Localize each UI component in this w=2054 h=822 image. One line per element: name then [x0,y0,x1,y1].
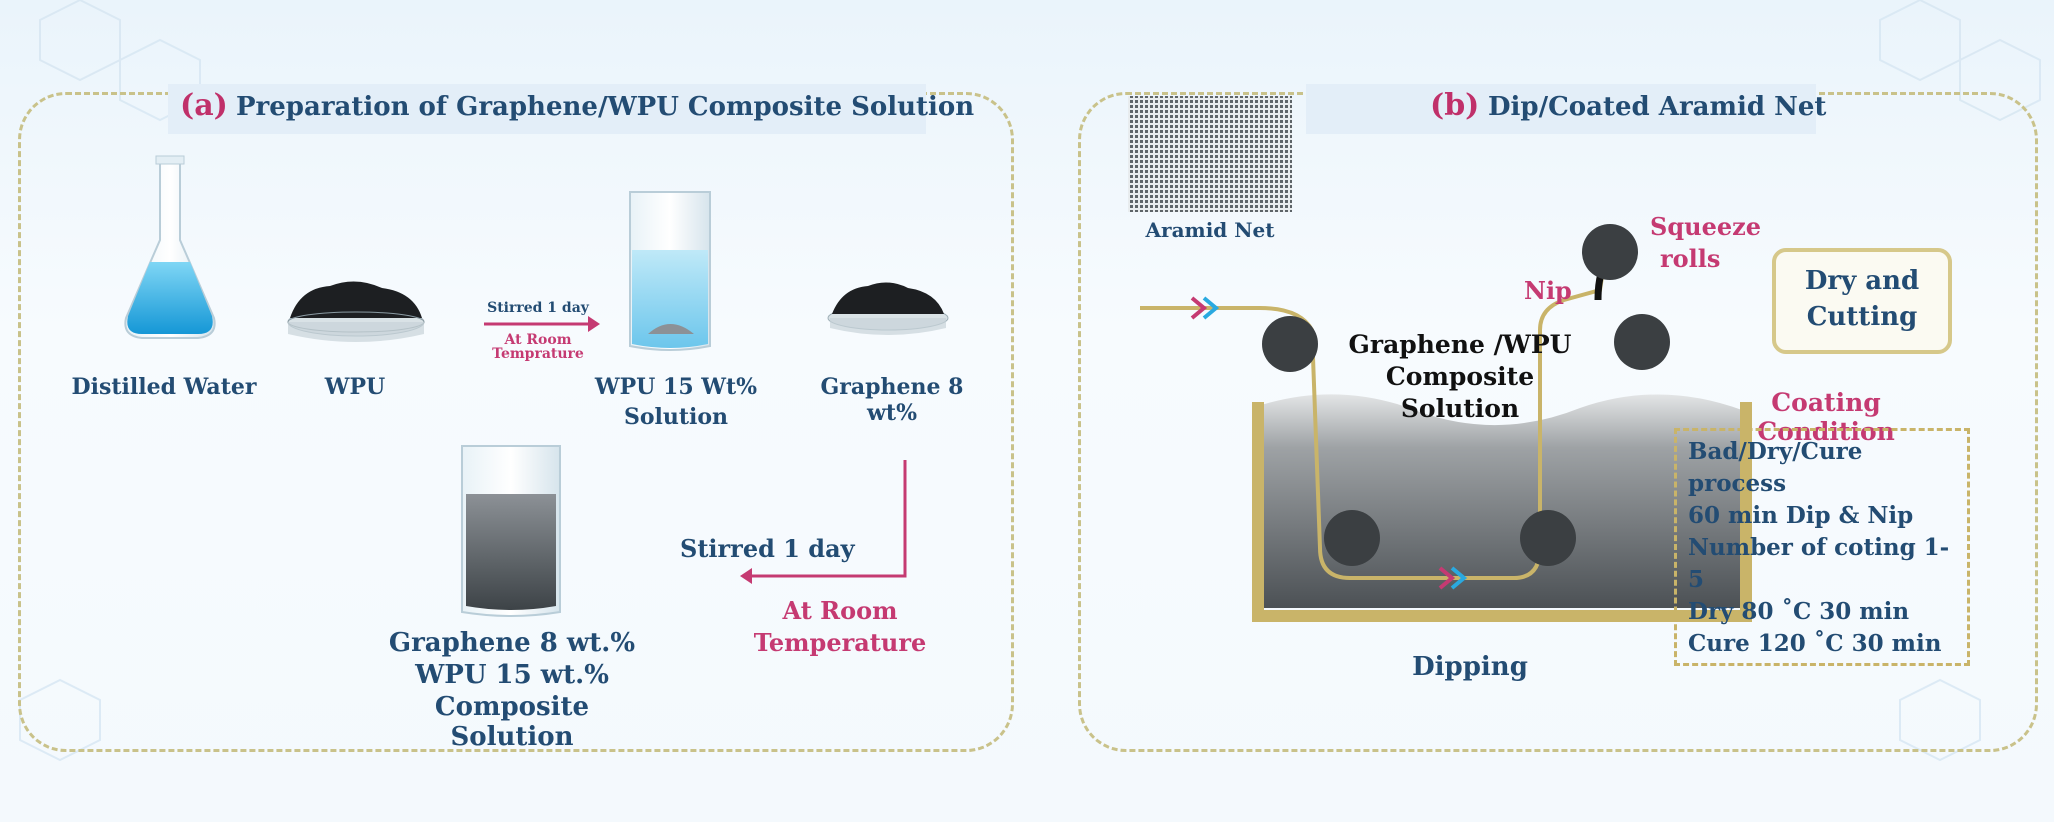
graphene-dish-icon [827,282,949,335]
arrow1-room-label: At Room [504,332,572,348]
panel-a-title: Preparation of Graphene/WPU Composite So… [236,92,975,122]
coating-condition-box [1674,428,1970,666]
panel-a-letter: (a) [180,88,228,123]
condition-line: process [1688,470,1787,497]
composite-beaker-icon [461,445,561,617]
arrow1-stirred-label: Stirred 1 day [487,300,589,316]
wpu-beaker-icon [629,191,711,351]
label-composite-1: Graphene 8 wt.% [388,628,636,658]
coating-bath [1252,394,1752,622]
condition-line: Cure 120 ˚C 30 min [1688,630,1942,657]
panel-b-letter: (b) [1430,88,1480,123]
bath-label-3: Solution [1400,394,1520,423]
wpu-dish-icon [287,281,425,342]
panel-b-title-bar [1306,84,1816,134]
feed-chevron-icon [1190,296,1220,320]
squeeze-roll-bottom-icon [1614,314,1670,370]
dry-line-1: Dry and [1804,266,1920,296]
label-wpu: WPU [324,374,386,400]
label-nip: Nip [1524,276,1572,305]
label-squeeze: Squeeze [1650,212,1761,241]
dry-cutting-box [1772,248,1952,354]
label-rolls: rolls [1660,244,1721,273]
label-composite-3: Composite Solution [434,692,590,752]
label-graphene: Graphene 8 wt% [820,374,964,426]
dry-line-2: Cutting [1806,302,1918,332]
arrow2-temp-label: Temperature [753,628,927,657]
bath-chevron-icon [1438,566,1468,590]
panel-b-title: Dip/Coated Aramid Net [1488,92,1827,122]
label-wpu-solution-2: Solution [623,404,729,430]
arrow1-temp-label: Temprature [492,346,584,362]
label-dipping: Dipping [1412,652,1528,682]
bath-roller-left-icon [1324,510,1380,566]
bath-label-1: Graphene /WPU [1348,330,1572,359]
arrow2-stirred-label: Stirred 1 day [680,534,855,563]
label-distilled-water: Distilled Water [71,374,257,400]
label-wpu-solution-1: WPU 15 Wt% [594,374,758,400]
aramid-net-image [1128,96,1292,212]
condition-line: Bad/Dry/Cure [1688,438,1863,465]
coating-condition-list: Bad/Dry/Cure process 60 min Dip & Nip Nu… [1688,436,1962,660]
condition-line: 60 min Dip & Nip [1688,502,1914,529]
guide-roller-icon [1262,316,1318,372]
bath-label-2: Composite [1385,362,1535,391]
label-aramid-net: Aramid Net [1145,218,1275,242]
arrow2-room-label: At Room [782,596,898,625]
squeeze-roll-top-icon [1582,224,1638,280]
flask-icon [124,155,216,339]
label-composite-2: WPU 15 wt.% [415,660,609,690]
panel-a-title-bar [168,84,926,134]
bath-roller-right-icon [1520,510,1576,566]
coating-condition-title: Coating Condition [1757,388,1895,446]
condition-line: Number of coting 1-5 [1688,534,1950,593]
condition-line: Dry 80 ˚C 30 min [1688,598,1910,625]
